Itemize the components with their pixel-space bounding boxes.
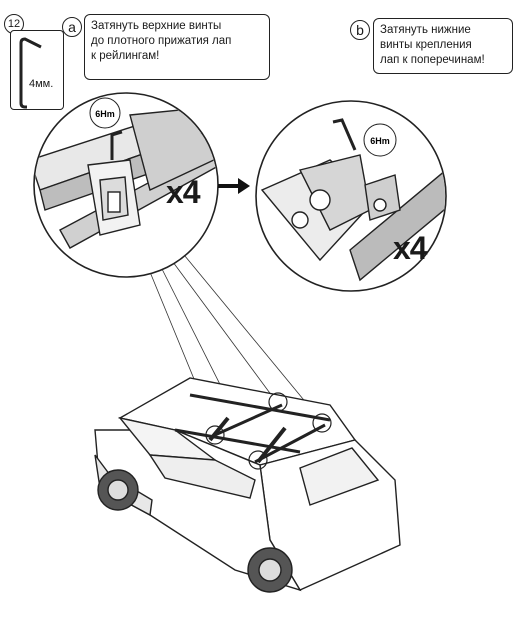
wrench-label-b: 6Hm [370,136,390,146]
tool-size-label: 4мм. [29,78,54,90]
step-b-instruction: Затянуть нижние винты крепления лап к по… [373,18,513,74]
step-b-marker: b [350,20,370,40]
foot-highlight-markers [205,392,332,470]
rotation-arrow-icon-a [89,97,121,129]
minivan-drawing [94,377,401,593]
step-number-badge: 12 [4,14,24,34]
rotation-arrow-icon-b [363,123,397,157]
step-a-instruction: Затянуть верхние винты до плотного прижа… [84,14,270,80]
quantity-label-a: x4 [166,174,201,210]
step-a-marker: a [62,17,82,37]
detail-circle-a: 6Hm [33,92,219,278]
wrench-label-a: 6Hm [95,109,115,119]
arrow-right-icon [218,178,250,194]
quantity-label-b: x4 [393,230,428,266]
hex-key-icon [19,37,42,109]
detail-circle-b: 6Hm [255,100,447,292]
hex-key-tool-box [10,30,64,110]
